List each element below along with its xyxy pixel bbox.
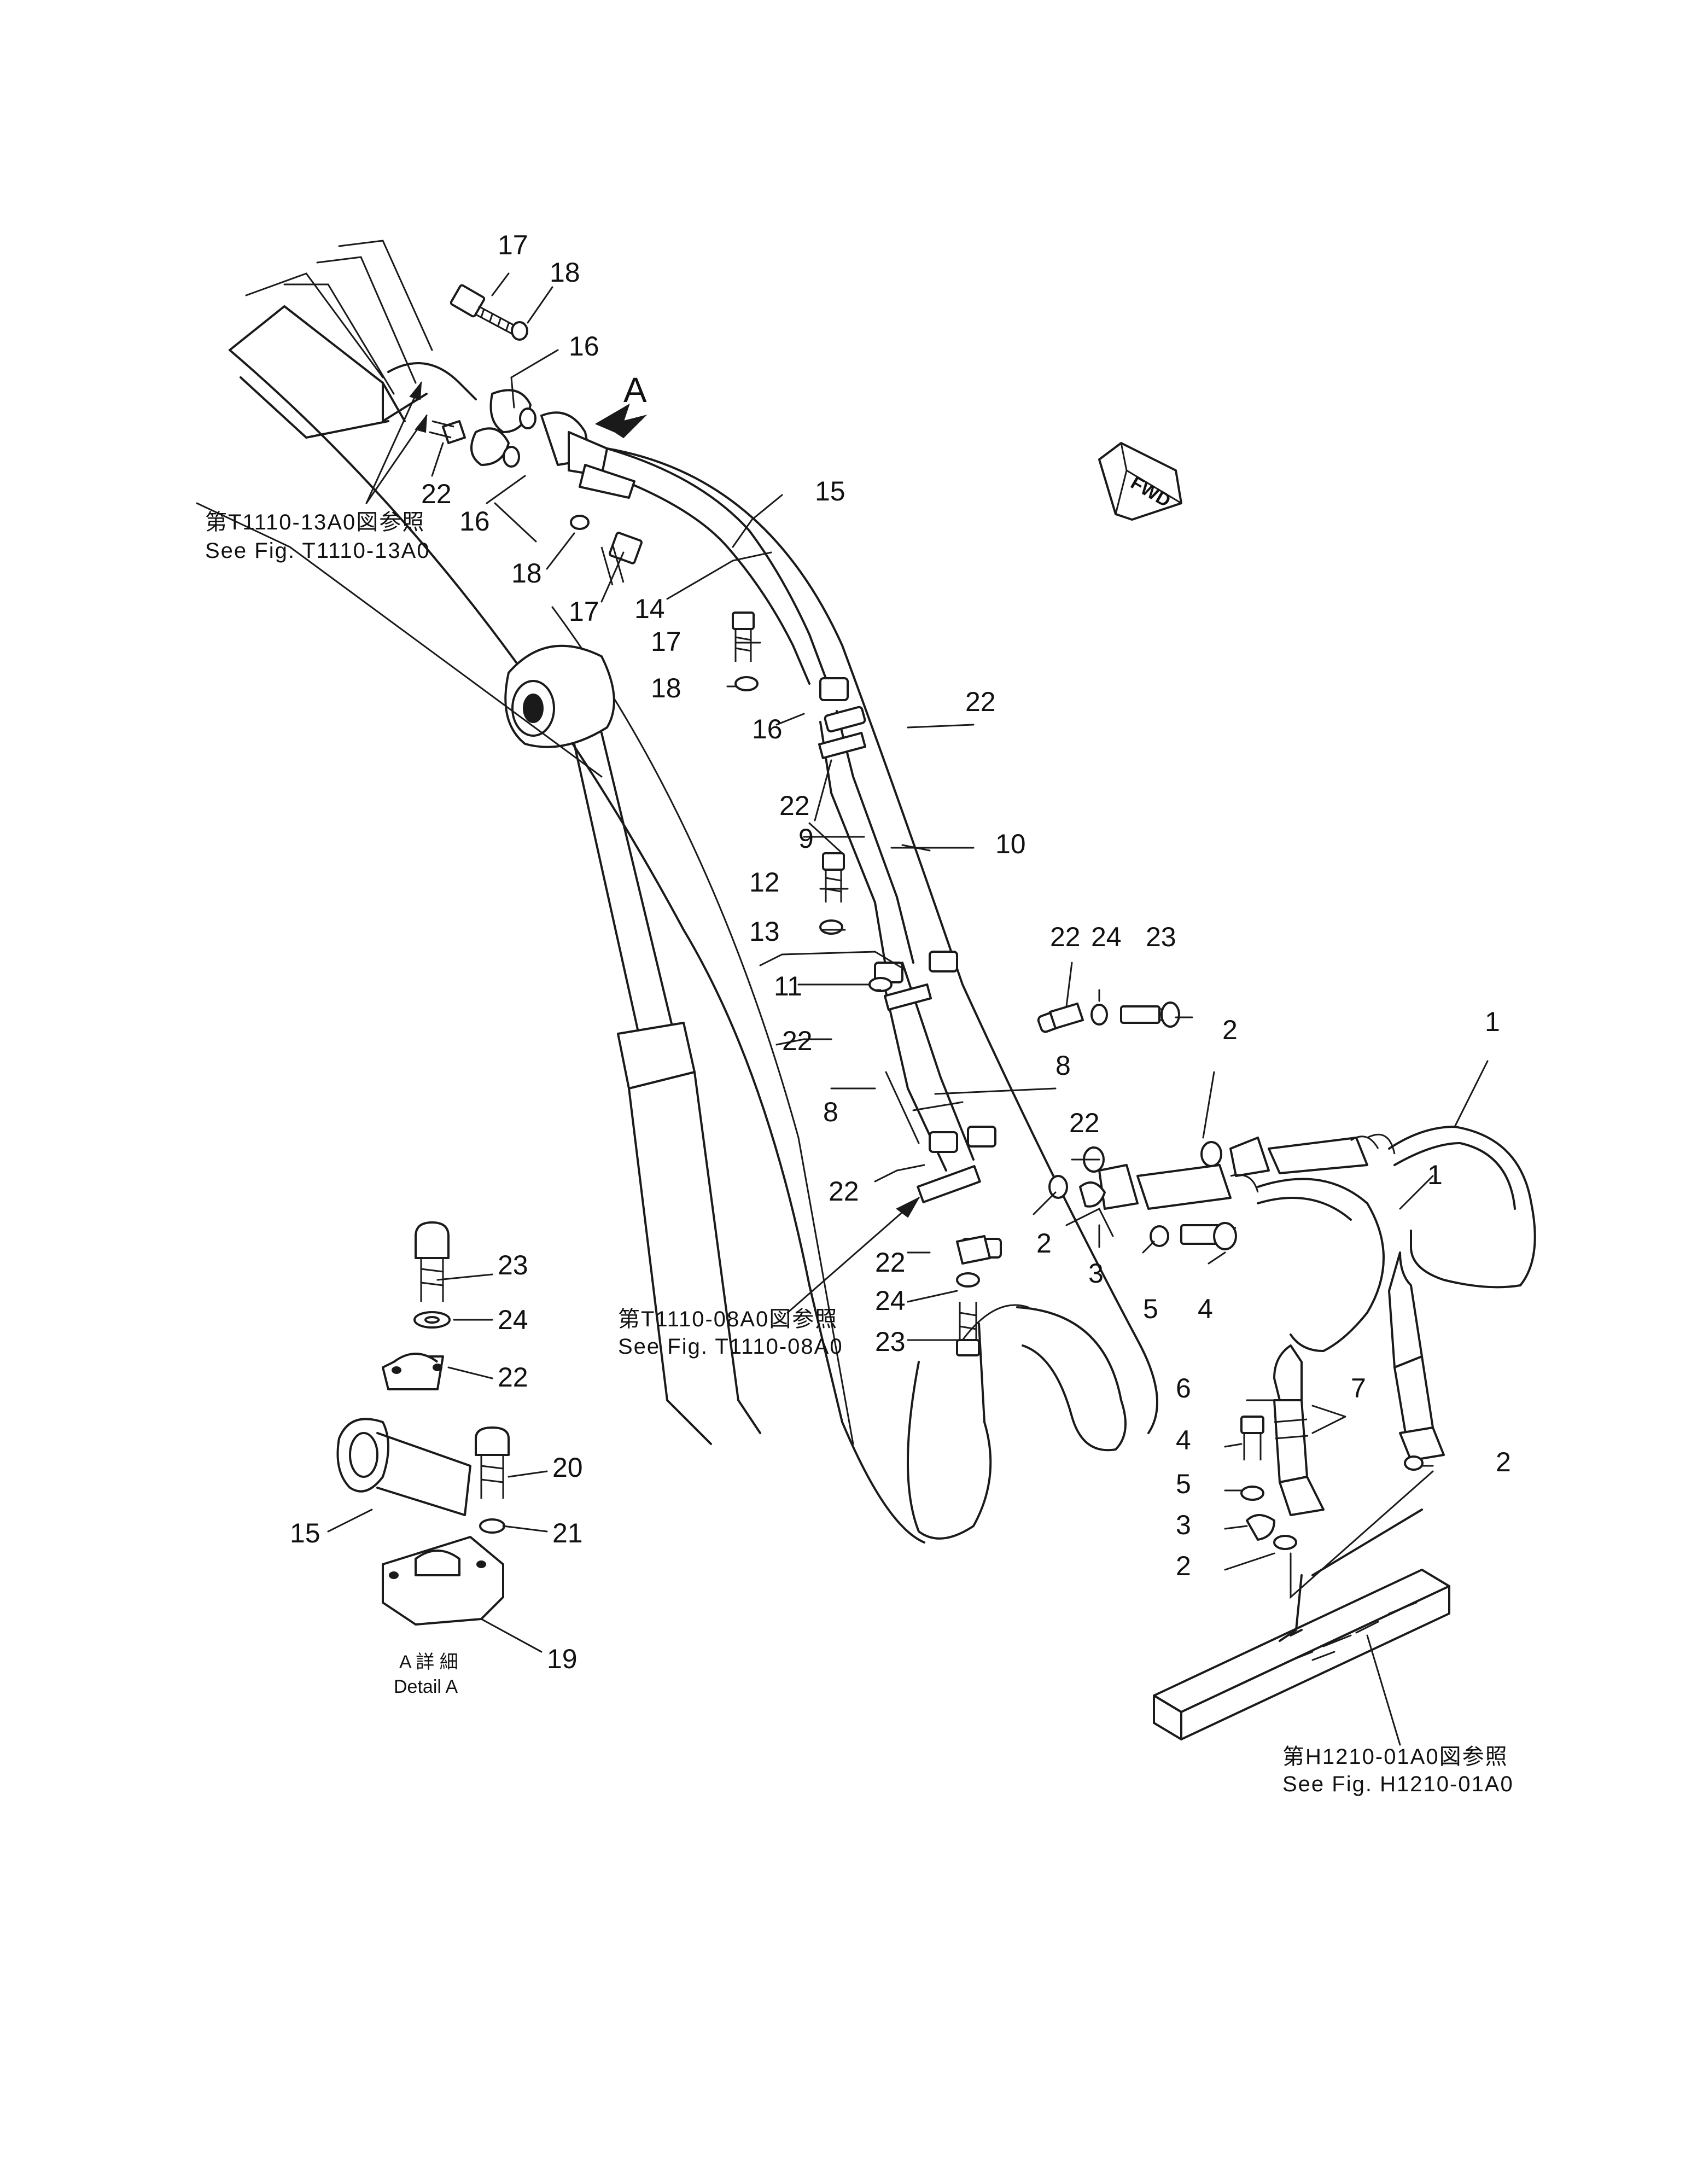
callout-7: 7 xyxy=(1351,1373,1366,1403)
ref-t1110-13a0-en: See Fig. T1110-13A0 xyxy=(205,539,430,563)
callout-23: 23 xyxy=(498,1250,528,1280)
callout-22: 22 xyxy=(1069,1108,1100,1138)
callout-15: 15 xyxy=(290,1518,320,1548)
callout-2: 2 xyxy=(1496,1447,1511,1477)
callout-3: 3 xyxy=(1088,1258,1104,1289)
ref-t1110-08a0-jp: 第T1110-08A0図参照 xyxy=(618,1307,838,1331)
callout-3: 3 xyxy=(1176,1510,1191,1540)
section-marker-a: A xyxy=(623,370,647,410)
pipe-clamps xyxy=(818,677,1072,1259)
detail-a-drawing xyxy=(336,1221,510,1626)
callout-22: 22 xyxy=(779,790,810,821)
callout-2: 2 xyxy=(1176,1551,1191,1581)
lower-beam xyxy=(1153,1509,1450,1740)
callout-8: 8 xyxy=(1055,1050,1071,1081)
callout-2: 2 xyxy=(1036,1228,1052,1259)
callout-11: 11 xyxy=(774,971,802,1001)
callout-18: 18 xyxy=(550,257,580,288)
hose-assembly xyxy=(1048,1126,1536,1550)
callout-22: 22 xyxy=(421,479,452,509)
callout-18: 18 xyxy=(651,673,681,703)
callout-23: 23 xyxy=(1146,922,1176,952)
callout-24: 24 xyxy=(498,1304,528,1335)
callout-5: 5 xyxy=(1176,1469,1191,1499)
callout-12: 12 xyxy=(749,867,780,898)
callout-19: 19 xyxy=(547,1644,578,1674)
callout-15: 15 xyxy=(815,476,845,506)
callout-22: 22 xyxy=(498,1362,528,1393)
callout-22: 22 xyxy=(782,1026,813,1056)
callout-8: 8 xyxy=(823,1097,838,1127)
callout-1: 1 xyxy=(1427,1160,1443,1190)
callout-22: 22 xyxy=(965,686,996,717)
callout-23: 23 xyxy=(875,1326,906,1357)
callout-17: 17 xyxy=(651,626,681,657)
callout-16: 16 xyxy=(459,506,490,537)
callout-4: 4 xyxy=(1176,1425,1191,1455)
callout-13: 13 xyxy=(749,916,780,947)
callout-22: 22 xyxy=(1050,922,1081,952)
callout-24: 24 xyxy=(875,1285,906,1316)
callout-20: 20 xyxy=(552,1452,583,1483)
clamp-bolts-lower xyxy=(956,1235,991,1356)
callout-16: 16 xyxy=(569,331,599,362)
callout-10: 10 xyxy=(995,829,1026,859)
boom-cylinder xyxy=(504,644,761,1445)
callout-6: 6 xyxy=(1176,1373,1191,1403)
callout-16: 16 xyxy=(752,714,783,744)
callout-17: 17 xyxy=(498,230,528,260)
callout-9: 9 xyxy=(798,823,814,854)
reference-notes: 第T1110-13A0図参照 See Fig. T1110-13A0 第T111… xyxy=(205,510,1514,1796)
detail-a-en: Detail A xyxy=(394,1676,458,1697)
clamp-bolts-right xyxy=(1049,1001,1180,1029)
callout-4: 4 xyxy=(1198,1294,1213,1324)
callout-22: 22 xyxy=(875,1247,906,1278)
detail-a-jp: A 詳 細 xyxy=(399,1652,458,1673)
callout-1: 1 xyxy=(1485,1006,1500,1037)
callout-numbers: 17 18 16 22 16 18 17 15 14 17 18 16 22 2… xyxy=(290,230,1511,1674)
callout-17: 17 xyxy=(569,596,599,627)
ref-t1110-13a0-jp: 第T1110-13A0図参照 xyxy=(205,510,425,534)
callout-21: 21 xyxy=(552,1518,583,1548)
callout-2: 2 xyxy=(1222,1015,1238,1045)
ref-h1210-01a0-jp: 第H1210-01A0図参照 xyxy=(1282,1745,1508,1769)
callout-24: 24 xyxy=(1091,922,1122,952)
leader-lines xyxy=(196,272,1489,1746)
ref-h1210-01a0-en: See Fig. H1210-01A0 xyxy=(1282,1772,1514,1796)
mid-bolts xyxy=(732,611,893,992)
ref-t1110-08a0-en: See Fig. T1110-08A0 xyxy=(618,1335,843,1359)
callout-22: 22 xyxy=(829,1176,859,1207)
callout-18: 18 xyxy=(511,558,542,589)
fwd-direction-mark: FWD xyxy=(1098,442,1182,521)
upper-fittings xyxy=(387,284,648,586)
callout-14: 14 xyxy=(634,593,665,624)
callout-5: 5 xyxy=(1143,1294,1158,1324)
